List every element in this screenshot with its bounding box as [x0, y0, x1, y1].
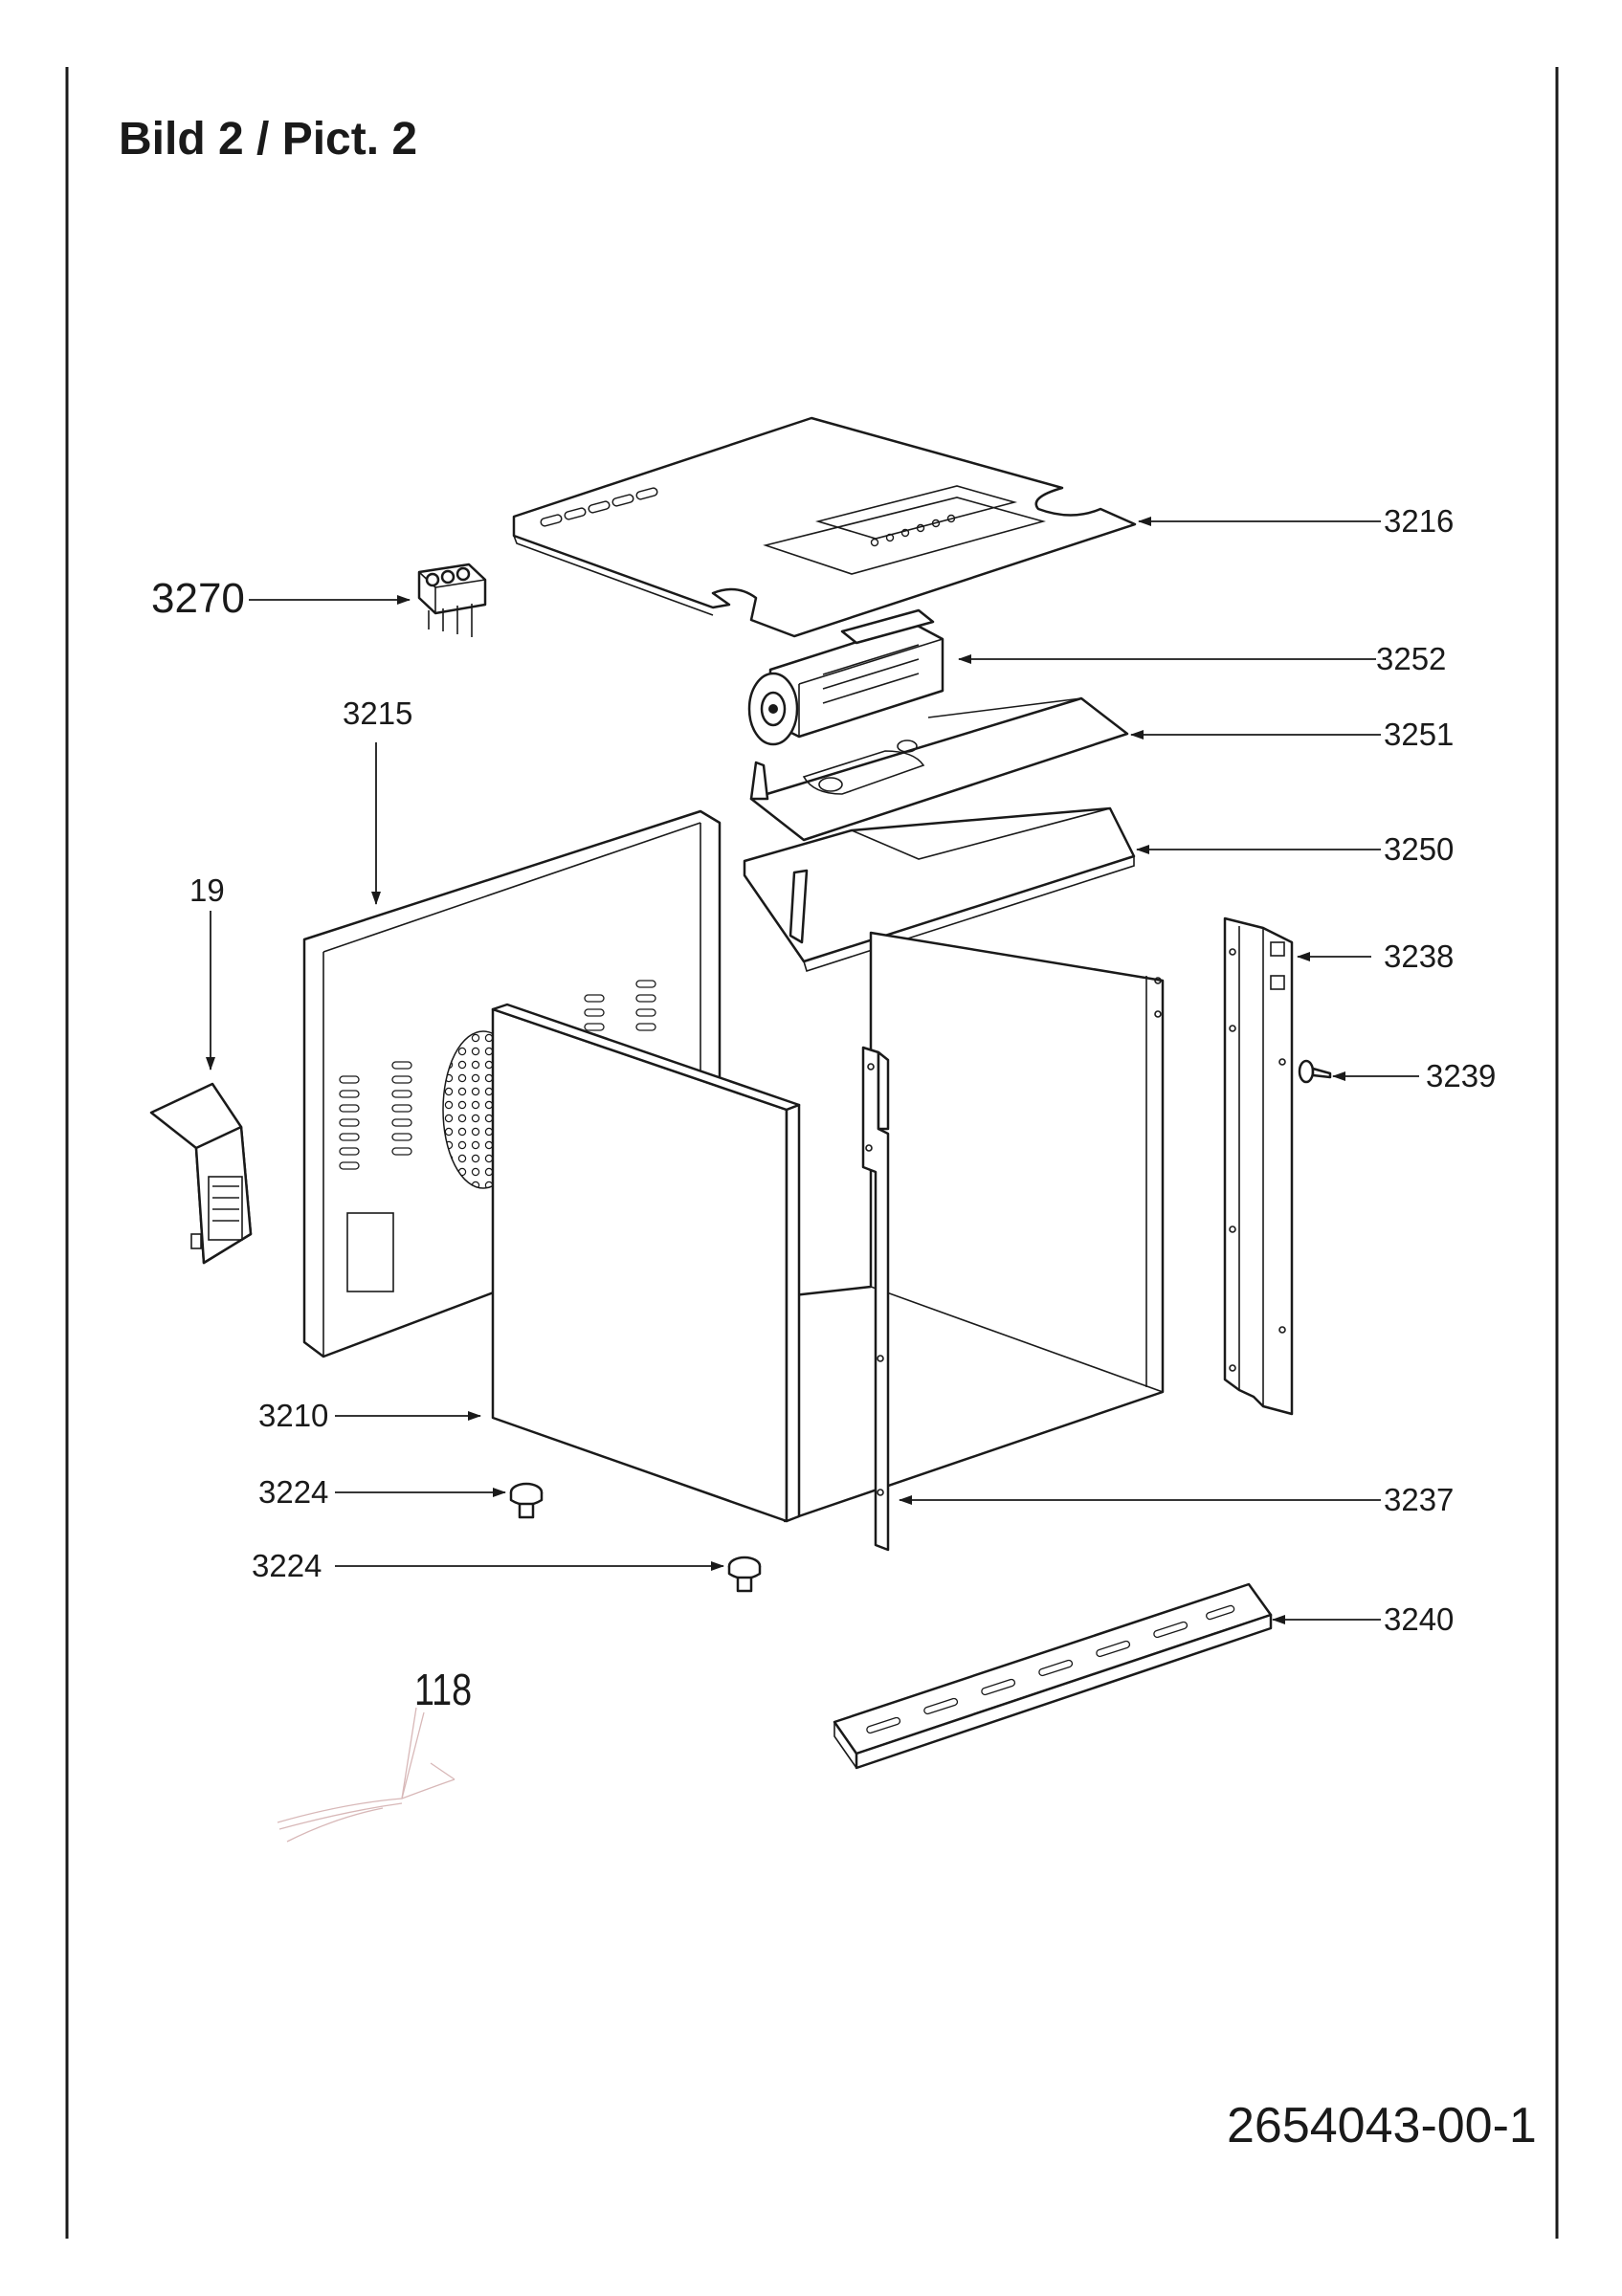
callout-3239: 3239	[1426, 1058, 1496, 1093]
callout-19: 19	[189, 872, 225, 908]
callout-3210: 3210	[258, 1398, 328, 1433]
callout-3270: 3270	[151, 575, 245, 622]
part-foot-2	[727, 1556, 762, 1593]
part-front-rail	[861, 1046, 890, 1552]
callout-3216: 3216	[1384, 503, 1454, 539]
part-terminal-block	[417, 563, 487, 637]
part-foot-1	[509, 1482, 544, 1519]
part-side-panel	[491, 1003, 801, 1523]
part-wiring-harness	[277, 1707, 455, 1843]
part-oven-box	[783, 931, 1165, 1523]
part-motor-bracket	[749, 696, 1129, 842]
part-fan-duct	[743, 806, 1136, 973]
callout-3224-lower: 3224	[252, 1548, 322, 1583]
callout-3252: 3252	[1376, 641, 1446, 676]
part-rear-rail	[1223, 916, 1294, 1416]
callout-3224-upper: 3224	[258, 1474, 328, 1510]
callout-3237: 3237	[1384, 1482, 1454, 1517]
page-title: Bild 2 / Pict. 2	[119, 114, 418, 165]
part-top-cover	[512, 416, 1137, 638]
callout-3251: 3251	[1384, 717, 1454, 752]
callout-3240: 3240	[1384, 1601, 1454, 1637]
part-connector-housing	[149, 1082, 253, 1265]
callout-3250: 3250	[1384, 831, 1454, 867]
part-fan-motor	[747, 608, 944, 746]
callout-118: 118	[414, 1665, 472, 1713]
callout-3215: 3215	[343, 695, 412, 731]
part-screw	[1298, 1059, 1332, 1084]
callout-3238: 3238	[1384, 938, 1454, 974]
document-number: 2654043-00-1	[1227, 2098, 1537, 2153]
part-bottom-rail	[833, 1582, 1273, 1770]
